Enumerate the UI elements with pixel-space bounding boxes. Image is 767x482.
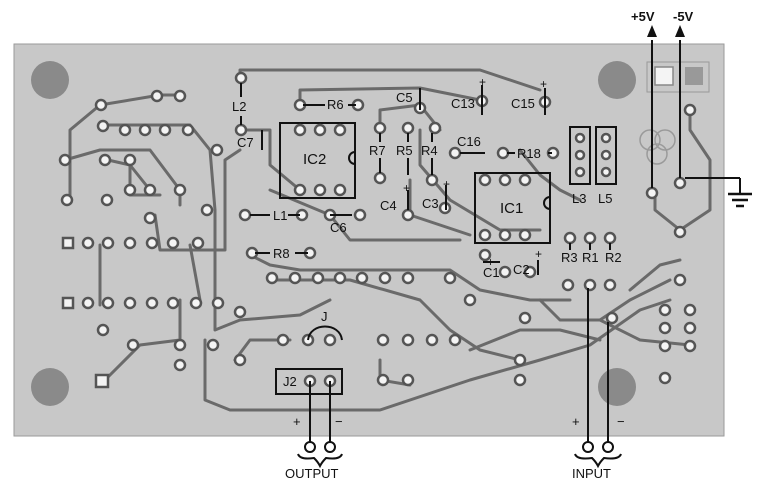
r8-label: R8 [273, 246, 290, 261]
input-label: INPUT [572, 466, 611, 481]
ic1-label: IC1 [500, 200, 523, 217]
c15-label: C15 [511, 96, 535, 111]
output-plus: + [293, 414, 301, 429]
l1-label: L1 [273, 208, 287, 223]
r2-label: R2 [605, 250, 622, 265]
svg-text:+: + [479, 75, 486, 89]
r4-label: R4 [421, 143, 438, 158]
jumper-j-arc [307, 325, 343, 341]
input-plus: + [572, 414, 580, 429]
power-wires [647, 25, 752, 208]
ic1-chip [474, 172, 551, 244]
r5-label: R5 [396, 143, 413, 158]
r6-label: R6 [327, 97, 344, 112]
j-label: J [321, 309, 328, 324]
power-connector-block [646, 61, 710, 93]
r7-label: R7 [369, 143, 386, 158]
c5-label: C5 [396, 90, 413, 105]
l2-label: L2 [232, 99, 246, 114]
polarity-marks: + + + + + + [403, 75, 547, 269]
c2-label: C2 [513, 262, 530, 277]
j2-label: J2 [283, 374, 297, 389]
ic2-chip [279, 122, 356, 199]
svg-text:+: + [540, 77, 547, 91]
ic2-label: IC2 [303, 151, 326, 168]
inductor-blocks [569, 126, 617, 185]
l5-label: L5 [598, 191, 612, 206]
svg-text:+: + [403, 181, 410, 195]
c13-label: C13 [451, 96, 475, 111]
plus5v-label: +5V [631, 9, 655, 24]
r18-label: R18 [517, 146, 541, 161]
c4-label: C4 [380, 198, 397, 213]
c1-label: C1 [483, 265, 500, 280]
c3-label: C3 [422, 196, 439, 211]
c7-label: C7 [237, 135, 254, 150]
input-wires [574, 288, 622, 469]
ring-pattern [639, 129, 676, 165]
svg-text:+: + [443, 177, 450, 191]
svg-text:+: + [487, 255, 494, 269]
component-markers [240, 83, 611, 275]
input-minus: − [617, 414, 625, 429]
l3-label: L3 [572, 191, 586, 206]
r3-label: R3 [561, 250, 578, 265]
output-label: OUTPUT [285, 466, 339, 481]
svg-text:+: + [535, 247, 542, 261]
r1-label: R1 [582, 250, 599, 265]
output-minus: − [335, 414, 343, 429]
minus5v-label: -5V [673, 9, 694, 24]
c6-label: C6 [330, 220, 347, 235]
c16-label: C16 [457, 134, 481, 149]
output-wires [297, 381, 343, 469]
